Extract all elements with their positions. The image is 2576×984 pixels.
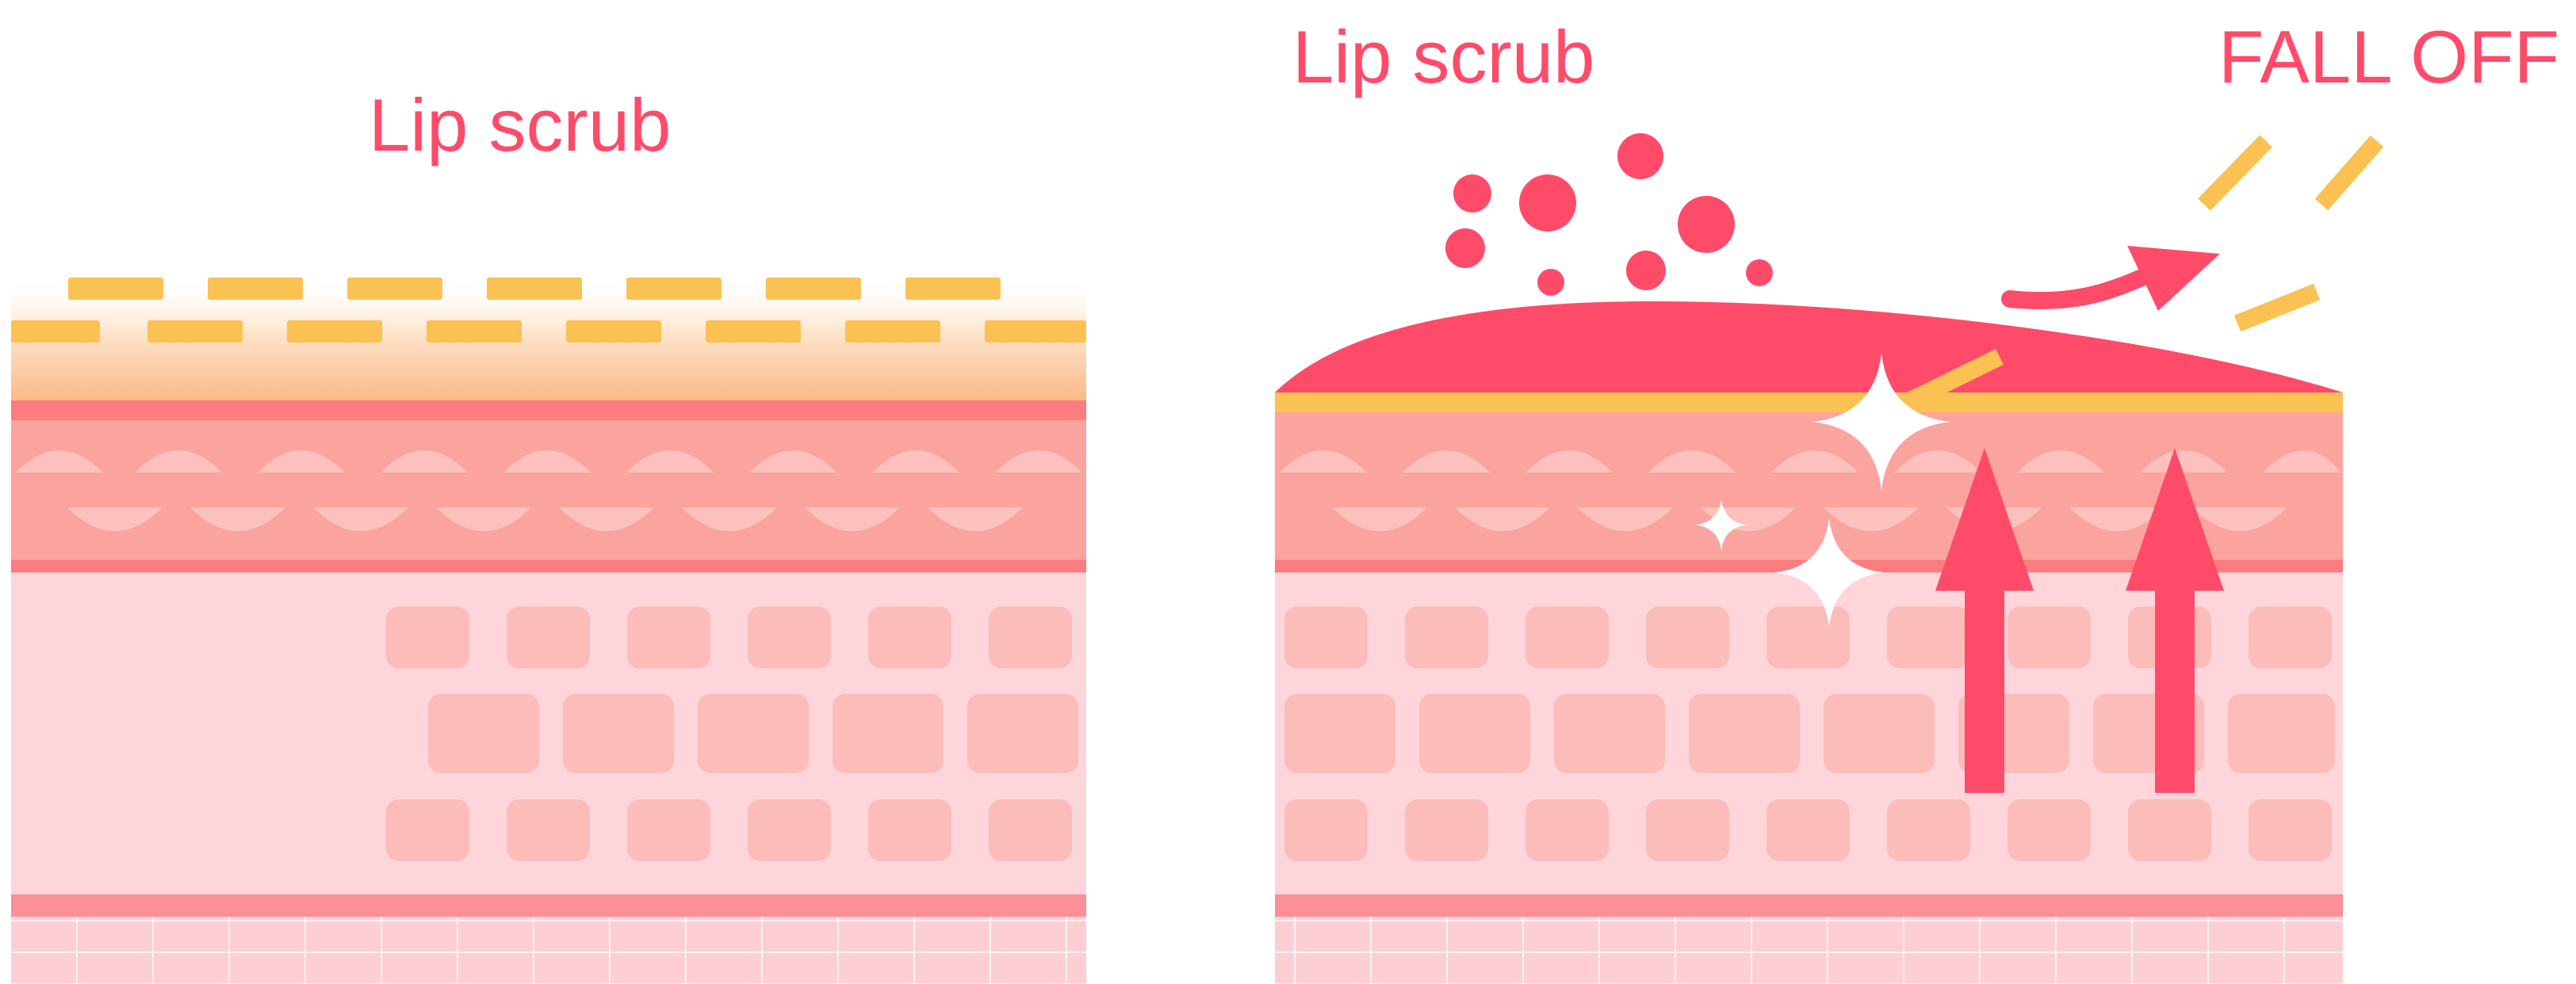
skin-mid-edge [11, 560, 1086, 572]
skin-top-edge [11, 400, 1086, 420]
left-panel: Lip scrub [11, 83, 1086, 984]
fall-off-label: FALL OFF [2218, 15, 2559, 98]
scrub-particles-icon [1445, 133, 1773, 296]
skin-base-grid-right [1275, 917, 2343, 984]
skin-base-grid [11, 917, 1086, 984]
left-title: Lip scrub [369, 83, 671, 167]
scrub-mass [1275, 301, 2343, 392]
skin-base-band [11, 894, 1086, 917]
curved-arrow-icon [2010, 246, 2220, 311]
right-panel: Lip scrub FALL OFF [1275, 15, 2559, 984]
skin-base-band-right [1275, 894, 2343, 917]
skin-top-layer [11, 420, 1086, 565]
remaining-dead-skin [1275, 392, 2343, 412]
right-title: Lip scrub [1292, 15, 1594, 98]
